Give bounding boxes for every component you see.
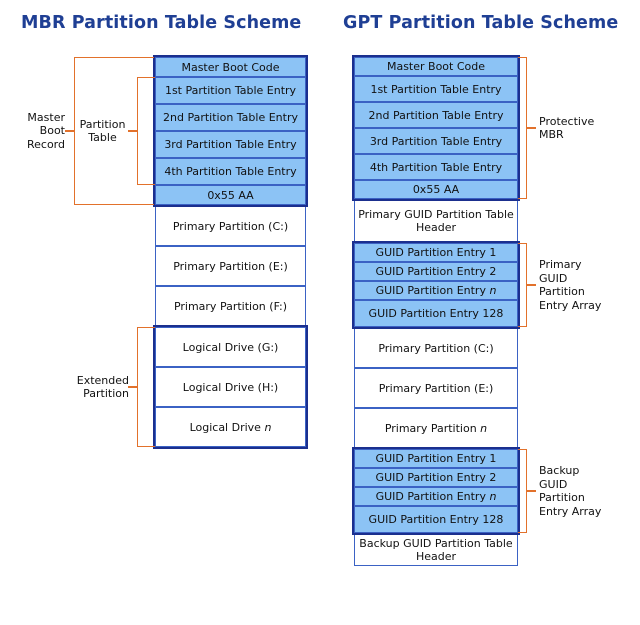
mbr-bracket-label-extended-partition: Extended Partition: [76, 373, 129, 401]
gpt-1-row: 1st Partition Table Entry: [354, 76, 518, 102]
gpt-3-row: 3rd Partition Table Entry: [354, 128, 518, 154]
gpt-9-row: GUID Partition Entry n: [354, 281, 518, 300]
mbr-0-row-label: Master Boot Code: [181, 60, 280, 74]
mbr-10-row: Logical Drive (H:): [155, 367, 306, 407]
gpt-10-row: GUID Partition Entry 128: [354, 300, 518, 327]
gpt-bracket-protective-mbr: [518, 57, 527, 199]
gpt-0-row: Master Boot Code: [354, 57, 518, 76]
gpt-18-row-label: Backup GUID Partition Table Header: [359, 537, 513, 563]
gpt-5-row-label: 0x55 AA: [412, 183, 460, 196]
gpt-bracket-label-backup-guid-entry-array: Backup GUID Partition Entry Array: [539, 464, 602, 518]
mbr-11-row-label: Logical Drive n: [189, 420, 272, 434]
gpt-8-row-label: GUID Partition Entry 2: [375, 265, 497, 278]
gpt-5-row: 0x55 AA: [354, 180, 518, 199]
gpt-16-row-label: GUID Partition Entry n: [375, 490, 497, 503]
gpt-14-row: GUID Partition Entry 1: [354, 449, 518, 468]
gpt-6-row-label: Primary GUID Partition Table Header: [358, 208, 514, 234]
gpt-17-row: GUID Partition Entry 128: [354, 506, 518, 533]
gpt-1-row-label: 1st Partition Table Entry: [370, 82, 502, 96]
gpt-10-row-label: GUID Partition Entry 128: [368, 307, 504, 320]
gpt-bracket-protective-mbr-tick: [527, 127, 536, 129]
gpt-bracket-primary-guid-entry-array: [518, 243, 527, 327]
gpt-bracket-primary-guid-entry-array-tick: [527, 284, 536, 286]
gpt-2-row-label: 2nd Partition Table Entry: [368, 108, 504, 122]
gpt-0-row-label: Master Boot Code: [386, 60, 486, 73]
mbr-8-row-label: Primary Partition (F:): [173, 299, 288, 313]
gpt-13-row: Primary Partition n: [354, 408, 518, 448]
gpt-12-row-label: Primary Partition (E:): [378, 381, 494, 395]
mbr-6-row-label: Primary Partition (C:): [172, 219, 289, 233]
mbr-4-row-label: 4th Partition Table Entry: [164, 165, 297, 178]
mbr-1-row: 1st Partition Table Entry: [155, 77, 306, 104]
gpt-17-row-label: GUID Partition Entry 128: [368, 513, 504, 526]
gpt-7-row-label: GUID Partition Entry 1: [375, 246, 497, 259]
mbr-bracket-extended-partition-tick: [128, 386, 137, 388]
gpt-9-row-label: GUID Partition Entry n: [375, 284, 497, 297]
mbr-10-row-label: Logical Drive (H:): [182, 380, 279, 394]
gpt-3-row-label: 3rd Partition Table Entry: [369, 134, 503, 148]
gpt-11-row: Primary Partition (C:): [354, 328, 518, 368]
gpt-18-row: Backup GUID Partition Table Header: [354, 534, 518, 566]
mbr-bracket-label-master-boot-record: Master Boot Record: [26, 110, 65, 151]
gpt-4-row: 4th Partition Table Entry: [354, 154, 518, 180]
mbr-3-row: 3rd Partition Table Entry: [155, 131, 306, 158]
mbr-5-row: 0x55 AA: [155, 185, 306, 205]
gpt-scheme-title: GPT Partition Table Scheme: [343, 13, 619, 33]
mbr-0-row: Master Boot Code: [155, 57, 306, 77]
gpt-15-row: GUID Partition Entry 2: [354, 468, 518, 487]
mbr-5-row-label: 0x55 AA: [207, 188, 254, 202]
gpt-15-row-label: GUID Partition Entry 2: [375, 471, 497, 484]
gpt-13-row-label: Primary Partition n: [384, 421, 488, 435]
mbr-2-row: 2nd Partition Table Entry: [155, 104, 306, 131]
mbr-bracket-label-partition-table: Partition Table: [79, 117, 126, 145]
mbr-bracket-extended-partition: [137, 327, 155, 447]
mbr-bracket-partition-table: [137, 77, 155, 185]
gpt-12-row: Primary Partition (E:): [354, 368, 518, 408]
mbr-11-row: Logical Drive n: [155, 407, 306, 447]
mbr-9-row: Logical Drive (G:): [155, 327, 306, 367]
gpt-bracket-backup-guid-entry-array: [518, 449, 527, 533]
gpt-4-row-label: 4th Partition Table Entry: [369, 160, 503, 174]
mbr-9-row-label: Logical Drive (G:): [182, 340, 279, 354]
mbr-3-row-label: 3rd Partition Table Entry: [164, 138, 297, 151]
gpt-14-row-label: GUID Partition Entry 1: [375, 452, 497, 465]
mbr-8-row: Primary Partition (F:): [155, 286, 306, 326]
mbr-bracket-partition-table-tick: [128, 130, 137, 132]
gpt-16-row: GUID Partition Entry n: [354, 487, 518, 506]
mbr-bracket-master-boot-record-tick: [65, 130, 74, 132]
gpt-bracket-backup-guid-entry-array-tick: [527, 490, 536, 492]
mbr-1-row-label: 1st Partition Table Entry: [164, 84, 297, 97]
gpt-bracket-label-protective-mbr: Protective MBR: [539, 114, 595, 142]
mbr-7-row-label: Primary Partition (E:): [173, 259, 288, 273]
mbr-scheme-title: MBR Partition Table Scheme: [21, 13, 302, 33]
gpt-11-row-label: Primary Partition (C:): [378, 341, 494, 355]
mbr-6-row: Primary Partition (C:): [155, 206, 306, 246]
mbr-2-row-label: 2nd Partition Table Entry: [163, 111, 298, 124]
gpt-8-row: GUID Partition Entry 2: [354, 262, 518, 281]
gpt-6-row: Primary GUID Partition Table Header: [354, 200, 518, 242]
gpt-7-row: GUID Partition Entry 1: [354, 243, 518, 262]
mbr-7-row: Primary Partition (E:): [155, 246, 306, 286]
gpt-bracket-label-primary-guid-entry-array: Primary GUID Partition Entry Array: [539, 258, 602, 312]
mbr-4-row: 4th Partition Table Entry: [155, 158, 306, 185]
gpt-2-row: 2nd Partition Table Entry: [354, 102, 518, 128]
